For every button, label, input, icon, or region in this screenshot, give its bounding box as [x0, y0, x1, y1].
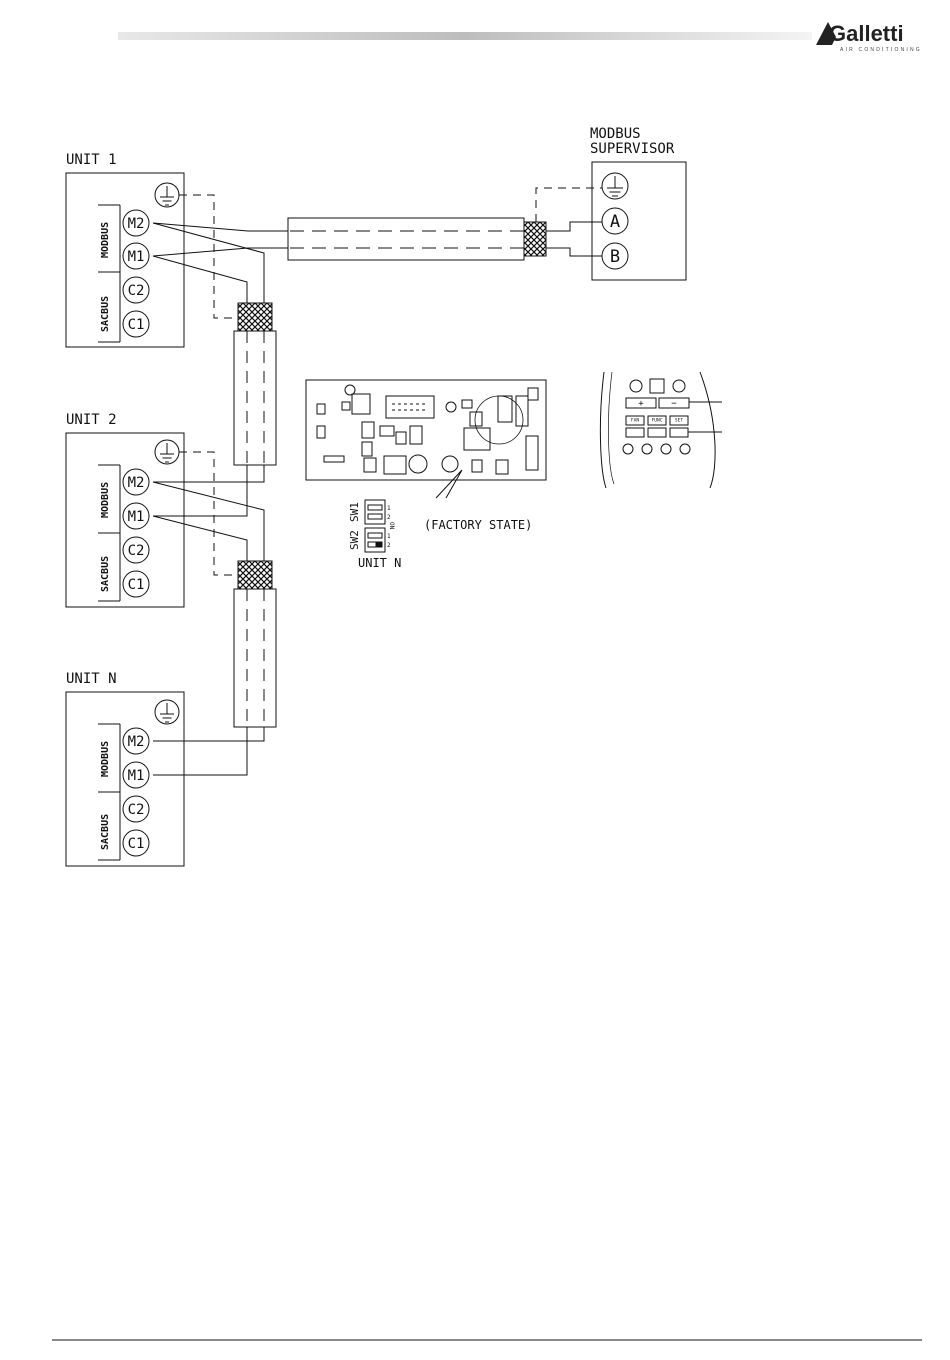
- unit-n-modbus-label: MODBUS: [100, 741, 111, 777]
- plus-label: +: [638, 399, 644, 409]
- unit-1-sacbus-label: SACBUS: [100, 296, 111, 332]
- unit-1: UNIT 1 MODBUS SACBUS M2 M1 C2 C1: [66, 152, 184, 347]
- ground-symbol-icon: [160, 703, 174, 722]
- unit-2-m1-label: M1: [128, 509, 145, 525]
- terminal-a-label: A: [610, 212, 620, 232]
- factory-state-label: (FACTORY STATE): [424, 518, 532, 532]
- unit-1-m1-label: M1: [128, 249, 145, 265]
- sw2-label: SW2: [348, 530, 361, 550]
- unit-n-dip-label: UNIT N: [358, 556, 401, 570]
- cable-sheath-1: [234, 331, 276, 465]
- unit-n-c2-label: C2: [128, 802, 145, 818]
- cable-sheath-2: [234, 589, 276, 727]
- cable-sheath-top: [288, 218, 524, 260]
- modbus-supervisor: MODBUS SUPERVISOR A B: [590, 126, 686, 280]
- sw2-pos1-label: 1: [387, 533, 391, 540]
- unit-1-m2-label: M2: [128, 216, 145, 232]
- cable-braid-top: [524, 222, 546, 256]
- sw1-switch: [365, 500, 385, 524]
- supervisor-title-1: MODBUS: [590, 126, 641, 142]
- unit-n-c1-label: C1: [128, 836, 145, 852]
- unit-2-sacbus-label: SACBUS: [100, 556, 111, 592]
- func-label: FUNC: [652, 418, 663, 424]
- sw1-pos2-label: 2: [387, 514, 391, 521]
- ground-symbol-icon: [160, 443, 174, 462]
- supervisor-box: [592, 162, 686, 280]
- unit-1-label: UNIT 1: [66, 152, 117, 168]
- unit-2-box: [66, 433, 184, 607]
- fan-label: FAN: [631, 418, 639, 424]
- unit-1-c2-label: C2: [128, 283, 145, 299]
- unit-2: UNIT 2 MODBUS SACBUS M2 M1 C2 C1: [66, 412, 184, 607]
- unit-2-modbus-label: MODBUS: [100, 482, 111, 518]
- cable-braid-1: [238, 303, 272, 331]
- sw1-pos1-label: 1: [387, 505, 391, 512]
- unit-n: UNIT N MODBUS SACBUS M2 M1 C2 C1: [66, 671, 184, 866]
- supervisor-title-2: SUPERVISOR: [590, 141, 675, 157]
- sw2-pos2-label: 2: [387, 542, 391, 549]
- sw1-on-label: ON: [388, 522, 395, 530]
- unit-n-m2-label: M2: [128, 734, 145, 750]
- ground-symbol-icon: [160, 186, 174, 205]
- unit-2-c2-label: C2: [128, 543, 145, 559]
- unit-2-label: UNIT 2: [66, 412, 117, 428]
- cable-braid-2: [238, 561, 272, 589]
- unit-n-sacbus-label: SACBUS: [100, 814, 111, 850]
- unit-1-modbus-label: MODBUS: [100, 222, 111, 258]
- brand-subtitle: AIR CONDITIONING: [840, 47, 922, 53]
- circuit-board: [306, 380, 546, 498]
- header-bar: [118, 32, 812, 40]
- sw1-label: SW1: [348, 502, 361, 522]
- unit-1-c1-label: C1: [128, 317, 145, 333]
- modbus-wiring: [153, 188, 602, 775]
- ground-symbol-icon: [607, 176, 623, 196]
- minus-label: −: [671, 399, 677, 409]
- brand-name: Galletti: [829, 21, 904, 46]
- set-label: SET: [675, 418, 683, 424]
- dip-switches: SW1 SW2 ON 1 2 1 2 (FACTORY STATE) UNIT …: [348, 500, 532, 570]
- unit-n-label: UNIT N: [66, 671, 117, 687]
- unit-2-c1-label: C1: [128, 577, 145, 593]
- sw2-switch: [365, 528, 385, 552]
- galletti-logo: Galletti AIR CONDITIONING: [816, 21, 922, 53]
- terminal-b-label: B: [610, 247, 620, 267]
- unit-2-m2-label: M2: [128, 475, 145, 491]
- remote-control: + − FAN FUNC SET: [600, 372, 722, 488]
- unit-n-m1-label: M1: [128, 768, 145, 784]
- header: Galletti AIR CONDITIONING: [118, 21, 922, 53]
